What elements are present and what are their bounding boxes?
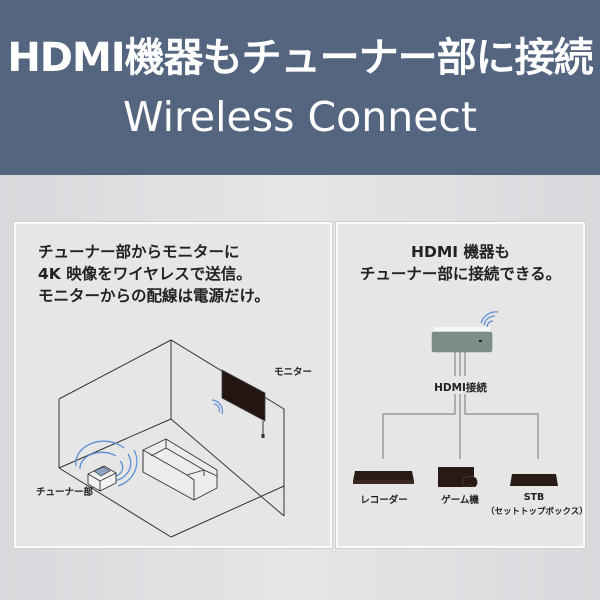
hdmi-cables [382,352,539,459]
header-title-en: Wireless Connect [122,93,478,141]
description-line: チューナー部からモニターに [38,243,240,261]
hdmi-description: HDMI 機器も チューナー部に接続できる。 [338,241,583,285]
tuner-box-icon [431,327,493,353]
stb-icon [510,474,558,486]
game-console-label: ゲーム機 [441,495,479,506]
stb-sublabel: （セットトップボックス） [486,507,588,517]
wireless-waves-icon [211,399,224,415]
tuner-label: チューナー部 [36,487,94,498]
hdmi-connection-panel: HDMI 機器も チューナー部に接続できる。 [336,222,588,548]
room-description: チューナー部からモニターに 4K 映像をワイヤレスで送信。 モニターからの配線は… [38,241,270,307]
description-line: チューナー部に接続できる。 [359,265,562,283]
header-banner: HDMI機器もチューナー部に接続 Wireless Connect [0,0,600,175]
header-title-jp: HDMI機器もチューナー部に接続 [7,35,593,81]
wireless-waves-icon [480,311,499,328]
recorder-label: レコーダー [360,495,408,506]
description-line: モニターからの配線は電源だけ。 [38,287,270,305]
monitor-label: モニター [274,367,313,378]
room-diagram-panel: チューナー部からモニターに 4K 映像をワイヤレスで送信。 モニターからの配線は… [14,222,332,548]
monitor-icon [221,369,266,438]
recorder-icon [353,471,414,484]
hdmi-connection-label: HDMI接続 [434,382,487,394]
stb-label: STB [523,492,545,503]
connection-diagram [353,311,558,488]
room-illustration [58,339,285,538]
sofa-icon [142,438,218,501]
game-console-icon [438,467,478,488]
description-line: HDMI 機器も [411,243,510,261]
description-line: 4K 映像をワイヤレスで送信。 [38,265,252,283]
tuner-icon [75,440,138,492]
